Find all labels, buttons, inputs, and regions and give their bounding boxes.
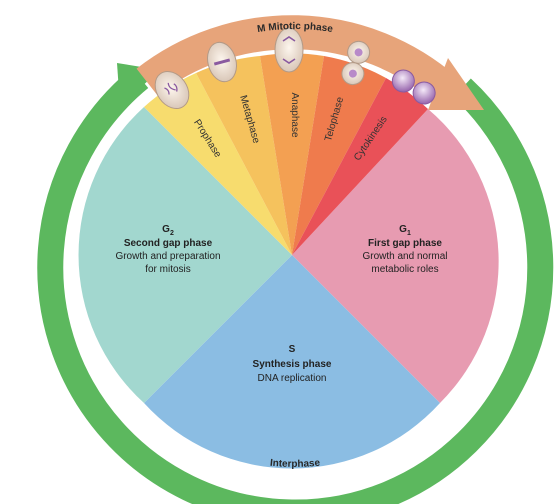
anaphase-cell-icon [274,27,304,73]
telophase-wedge [292,56,386,255]
prophase-cell-icon [154,70,190,110]
g1-wedge [292,109,499,403]
s-symbol: S [289,344,296,355]
g1-title: First gap phase [368,238,442,249]
g1-desc-line2: metabolic roles [371,264,438,275]
mitotic-arrowhead [428,58,484,110]
anaphase-wedge [260,53,324,256]
g2-desc-line2: for mitosis [145,264,191,275]
s-block: S Synthesis phase DNA replication [253,344,332,384]
g2-wedge [78,107,292,403]
interphase-label: Interphase [269,458,321,470]
g2-symbol: G2 [162,224,174,237]
s-wedge [144,255,440,469]
anaphase-label: Anaphase [289,92,300,137]
g2-title: Second gap phase [124,238,213,249]
g2-block: G2 Second gap phase Growth and preparati… [115,224,220,275]
phase-wedges [78,53,499,469]
mitotic-phase-label: M Mitotic phase [256,21,334,35]
g1-block: G1 First gap phase Growth and normal met… [362,224,447,275]
metaphase-cell-icon [207,41,237,83]
interphase-arc [37,67,554,504]
cytokinesis-wedge [292,78,428,255]
s-title: Synthesis phase [253,359,332,370]
g1-symbol: G1 [399,224,411,237]
telophase-cell-icon [341,40,371,86]
g2-desc-line1: Growth and preparation [115,251,220,262]
cell-illustrations [154,27,436,110]
s-desc: DNA replication [258,373,327,384]
prophase-wedge [144,73,292,255]
cytokinesis-cell-icon [391,69,436,105]
g1-desc-line1: Growth and normal [362,251,447,262]
